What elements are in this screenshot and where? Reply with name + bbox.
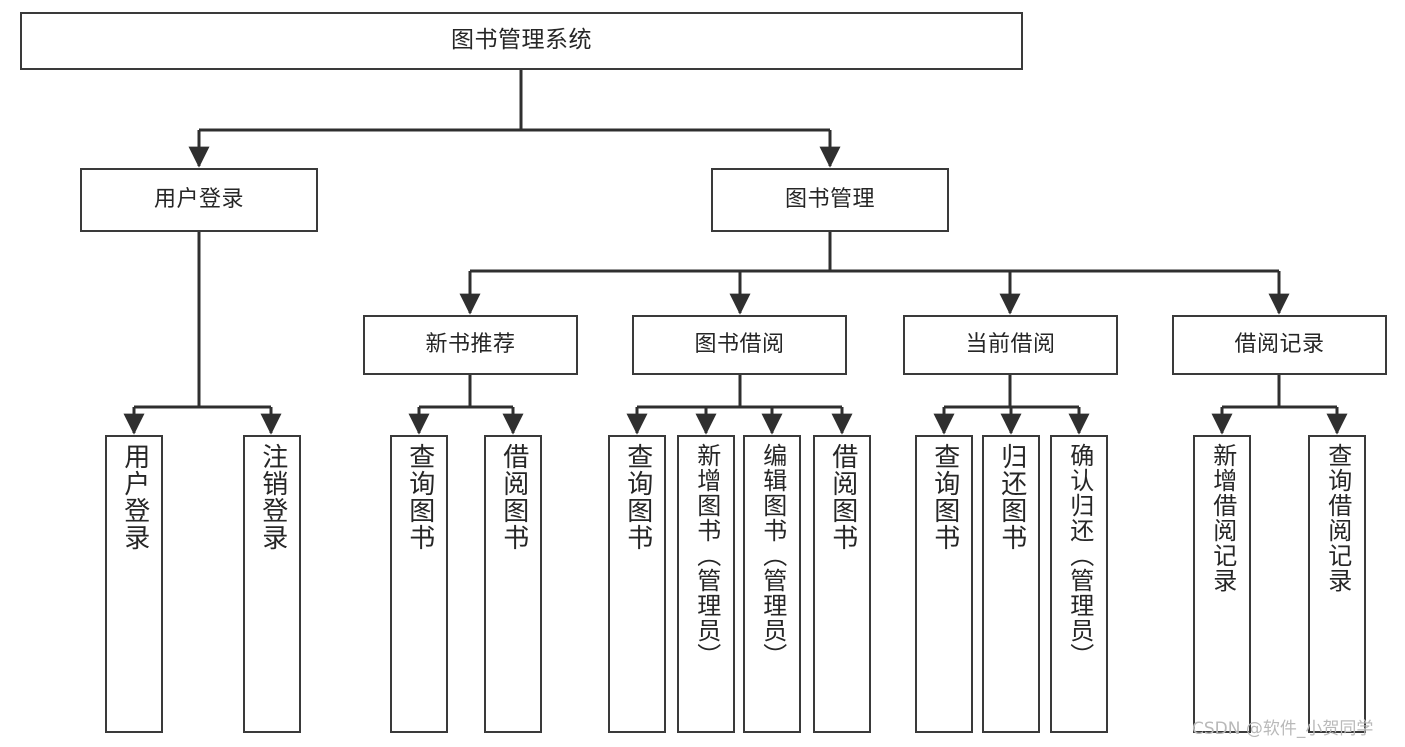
node-label: 图书管理系统 [451,27,592,54]
node-label: 归还图书 [996,443,1027,551]
node-book-manage[interactable]: 图书管理 [711,168,949,232]
leaf-query-book-3[interactable]: 查询图书 [915,435,973,733]
node-label: 图书管理 [784,187,875,213]
leaf-query-book-1[interactable]: 查询图书 [390,435,448,733]
leaf-logout-login[interactable]: 注销登录 [243,435,301,733]
watermark: CSDN @软件_小贺同学 [1192,719,1374,739]
node-current-borrow[interactable]: 当前借阅 [903,315,1118,375]
leaf-query-record[interactable]: 查询借阅记录 [1308,435,1366,733]
leaf-user-login[interactable]: 用户登录 [105,435,163,733]
node-label: 用户登录 [153,187,244,213]
node-root-system[interactable]: 图书管理系统 [20,12,1023,70]
leaf-confirm-return[interactable]: 确认归还（管理员） [1050,435,1108,733]
node-label: 借阅图书 [498,443,529,551]
leaf-return-book[interactable]: 归还图书 [982,435,1040,733]
node-label: 图书借阅 [694,332,785,358]
node-label: 借阅记录 [1234,332,1325,358]
leaf-borrow-book-1[interactable]: 借阅图书 [484,435,542,733]
leaf-query-book-2[interactable]: 查询图书 [608,435,666,733]
node-label: 查询借阅记录 [1323,443,1352,593]
node-new-book-recommend[interactable]: 新书推荐 [363,315,578,375]
node-label: 当前借阅 [965,332,1056,358]
node-label: 查询图书 [929,443,960,551]
leaf-add-record[interactable]: 新增借阅记录 [1193,435,1251,733]
node-label: 查询图书 [404,443,435,551]
node-label: 用户登录 [119,443,150,551]
node-label: 新书推荐 [425,332,516,358]
node-label: 编辑图书（管理员） [758,443,787,668]
node-label: 借阅图书 [827,443,858,551]
leaf-add-book[interactable]: 新增图书（管理员） [677,435,735,733]
node-book-borrow[interactable]: 图书借阅 [632,315,847,375]
node-label: 注销登录 [257,443,288,551]
node-borrow-record[interactable]: 借阅记录 [1172,315,1387,375]
node-label: 查询图书 [622,443,653,551]
leaf-edit-book[interactable]: 编辑图书（管理员） [743,435,801,733]
node-user-login[interactable]: 用户登录 [80,168,318,232]
node-label: 新增借阅记录 [1208,443,1237,593]
leaf-borrow-book-2[interactable]: 借阅图书 [813,435,871,733]
node-label: 新增图书（管理员） [692,443,721,668]
node-label: 确认归还（管理员） [1065,443,1094,668]
